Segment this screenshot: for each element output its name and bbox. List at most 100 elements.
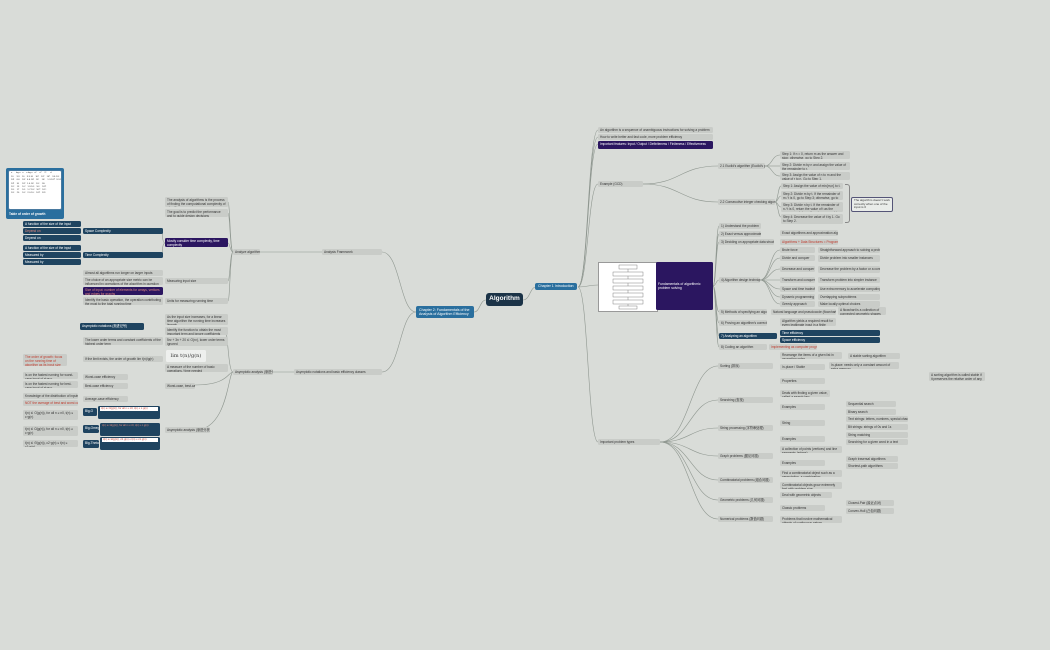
asym-analysis[interactable]: Asymptotic analysis (渐进分析) — [233, 369, 273, 375]
analyze-item-1[interactable]: The analysis of algorithms is the proces… — [165, 197, 228, 207]
time-item-1[interactable]: A function of the size of the input — [23, 245, 81, 251]
asym-notations[interactable]: Asymptotic notations (渐进记号) — [80, 323, 144, 330]
type-num[interactable]: Numerical problems (数值问题) — [718, 516, 773, 522]
search-note-2[interactable]: Examples — [780, 404, 825, 410]
consec-step-2[interactable]: Step 2: Divide m by t. If the remainder … — [781, 191, 843, 200]
type-searching[interactable]: Searching (查找) — [718, 397, 773, 403]
eff-desc-3[interactable]: Knowledge of the distribution of inputs — [23, 393, 78, 399]
fund-7[interactable]: 7) Analyzing an algorithm — [719, 333, 777, 339]
running-time[interactable]: Units for measuring running time — [165, 298, 228, 304]
root-node[interactable]: Algorithm — [486, 293, 523, 306]
design-4[interactable]: Transform and conquer — [780, 277, 815, 283]
analyze-algorithm[interactable]: Analyze algorithm — [233, 249, 260, 255]
type-geo[interactable]: Geometric problems (几何问题) — [718, 497, 773, 503]
fund-6[interactable]: 6) Proving an algorithm's correctness — [719, 320, 767, 326]
big-o-panel[interactable]: t(n) ∈ O(g(n)), for all n ≥ n0, t(n) ≤ c… — [98, 406, 160, 419]
design-note-5[interactable]: Use extra memory to accelerate computing — [818, 286, 880, 292]
ds-note[interactable]: Algorithms + Data Structures = Programs — [780, 239, 838, 245]
big-o[interactable]: Big-O — [83, 408, 97, 416]
sort-sub-1[interactable]: A stable sorting algorithm — [848, 353, 900, 359]
limit-formula[interactable]: lim t(n)/g(n) — [166, 350, 206, 362]
design-note-6[interactable]: Overlapping subproblems — [818, 294, 880, 300]
graph-note-1[interactable]: A collection of points (vertices) and li… — [780, 446, 842, 453]
eff-desc-4[interactable]: NOT the average of best and worst cases — [23, 400, 78, 406]
chapter1-node[interactable]: Chapter 1 Introduction — [535, 283, 577, 290]
fundamentals-node[interactable]: Fundamentals of algorithmic problem solv… — [656, 262, 713, 310]
asym-item-1[interactable]: As the input size increases, for a linea… — [165, 314, 228, 325]
asym-item-4[interactable]: The lower order terms and constant coeff… — [83, 337, 163, 345]
time-item-2[interactable]: Measured by — [23, 252, 81, 258]
fund-4[interactable]: 4) Algorithm design techniques — [719, 277, 760, 283]
eff-worst[interactable]: Worst-case efficiency — [83, 374, 128, 380]
problem-types[interactable]: Important problem types — [598, 439, 660, 445]
measure-item-2[interactable]: The choice of an appropriate size metric… — [83, 277, 163, 285]
string-note-2[interactable]: Examples — [780, 436, 825, 442]
consec-step-4[interactable]: Step 4: Decrease the value of t by 1. Go… — [781, 214, 843, 224]
consec-callout[interactable]: The algorithm doesn't work correctly whe… — [851, 197, 893, 212]
analyze-time[interactable]: Time efficiency — [780, 330, 880, 336]
analyze-item-2[interactable]: The goal is to predict the performance a… — [165, 209, 228, 217]
sort-sub-3[interactable]: A sorting algorithm is called stable if … — [929, 372, 985, 381]
graph-sub-2[interactable]: Shortest-path algorithms — [846, 463, 898, 469]
search-sub-1[interactable]: Sequential search — [846, 401, 896, 407]
analysis-framework[interactable]: Analysis Framework — [322, 249, 382, 255]
big-o-left[interactable]: t(n) ∈ O(g(n)), for all n ≥ n0, t(n) ≤ c… — [23, 410, 78, 420]
growth-note[interactable]: The order of growth: focus on the runnin… — [23, 354, 67, 366]
eff-desc-1[interactable]: Is on the fastest running for worst-case… — [23, 372, 78, 379]
ch1-item-3[interactable]: Important features: Input / Output / Def… — [598, 141, 713, 149]
sort-sub-2[interactable]: In-place: needs only a constant amount o… — [829, 362, 899, 369]
sort-note-1[interactable]: Rearrange the items of a given list in a… — [780, 352, 842, 359]
design-note-1[interactable]: Straightforward approach to solving a pr… — [818, 247, 880, 253]
fund-1[interactable]: 1) Understand the problem — [719, 223, 761, 229]
euclid-step-3[interactable]: Step 3: Assign the value of n to m and t… — [780, 172, 850, 180]
design-note-2[interactable]: Divide problem into smaller instances — [818, 255, 880, 262]
measuring-size[interactable]: Measuring input size — [165, 278, 228, 284]
chapter2-node[interactable]: Chapter 2: Fundamentals of the Analysis … — [416, 306, 474, 318]
analyze-space[interactable]: Space efficiency — [780, 337, 880, 343]
space-complexity[interactable]: Space Complexity — [83, 228, 163, 234]
time-complexity[interactable]: Time Complexity — [83, 252, 163, 258]
search-sub-2[interactable]: Binary search — [846, 409, 896, 415]
asym-item-6[interactable]: A measure of the number of basic operati… — [165, 364, 228, 372]
eff-best[interactable]: Best-case efficiency — [83, 383, 128, 389]
time-space-node[interactable]: Mostly consider time complexity, time co… — [165, 238, 228, 247]
string-note-1[interactable]: String — [780, 420, 825, 426]
design-note-3[interactable]: Decrease the problem by a factor or a co… — [818, 266, 880, 273]
asym-item-5[interactable]: If the limit exists, the order of growth… — [83, 356, 163, 362]
exact-note[interactable]: Exact algorithms and approximation algor… — [780, 230, 838, 236]
design-2[interactable]: Divide and conquer — [780, 255, 815, 261]
ch1-item-1[interactable]: An algorithm is a sequence of unambiguou… — [598, 127, 713, 133]
asym-notations-node[interactable]: Asymptotic analysis (渐进分析) — [165, 427, 210, 433]
growth-table[interactable]: n log n n n log n n² n³ 2ⁿ n! 10 3.3 10 … — [8, 170, 62, 210]
geo-note-2[interactable]: Classic problems — [780, 505, 825, 511]
design-6[interactable]: Dynamic programming — [780, 294, 815, 300]
proof-note[interactable]: Algorithm yields a required result for e… — [780, 318, 836, 326]
graph-note-2[interactable]: Examples — [780, 460, 825, 466]
sort-note-2[interactable]: In-place / Stable — [780, 364, 825, 370]
sort-note-3[interactable]: Properties — [780, 378, 825, 384]
string-sub-1[interactable]: Text strings: letters, numbers, special … — [846, 416, 908, 422]
search-note-1[interactable]: Deals with finding a given value, called… — [780, 390, 830, 397]
big-omega-left[interactable]: t(n) ∈ Ω(g(n)), for all n ≥ n0, t(n) ≥ c… — [23, 426, 78, 436]
string-sub-3[interactable]: String matching — [846, 432, 908, 438]
type-comb[interactable]: Combinatorial problems (组合问题) — [718, 477, 773, 483]
asym-efficiency[interactable]: Asymptotic notations and basic efficienc… — [294, 369, 382, 375]
fund-2[interactable]: 2) Exact versus approximate solving — [719, 231, 761, 237]
design-1[interactable]: Brute force — [780, 247, 815, 253]
design-5[interactable]: Space and time tradeoffs — [780, 286, 815, 292]
coding-note[interactable]: Implementing as computer programs — [769, 344, 817, 350]
spec-note-2[interactable]: A flowchart is a collection of connected… — [838, 307, 886, 315]
eff-desc-2[interactable]: Is on the fastest running for best-case … — [23, 381, 78, 388]
asym-item-3[interactable]: 5n² + 3n + 20 ∈ O(n²), lower order terms… — [165, 337, 228, 346]
geo-sub-1[interactable]: Closest-Pair (最近点对) — [846, 500, 894, 506]
type-string[interactable]: String processing (字符串处理) — [718, 425, 773, 431]
big-theta-left[interactable]: t(n) ∈ Θ(g(n)), c2·g(n) ≤ t(n) ≤ c1·g(n) — [23, 440, 78, 447]
big-omega[interactable]: Big-Omega — [83, 425, 99, 433]
design-note-7[interactable]: Make locally optimal choices — [818, 301, 880, 307]
string-sub-4[interactable]: Searching for a given word in a text — [846, 439, 908, 445]
comb-note-1[interactable]: Find a combinatorial object such as a pe… — [780, 470, 842, 477]
euclid-step-1[interactable]: Step 1: If n = 0, return m as the answer… — [780, 151, 850, 159]
euclid-step-2[interactable]: Step 2: Divide m by n and assign the val… — [780, 162, 850, 170]
geo-sub-2[interactable]: Convex-Hull (凸包问题) — [846, 508, 894, 514]
design-3[interactable]: Decrease and conquer — [780, 266, 815, 272]
